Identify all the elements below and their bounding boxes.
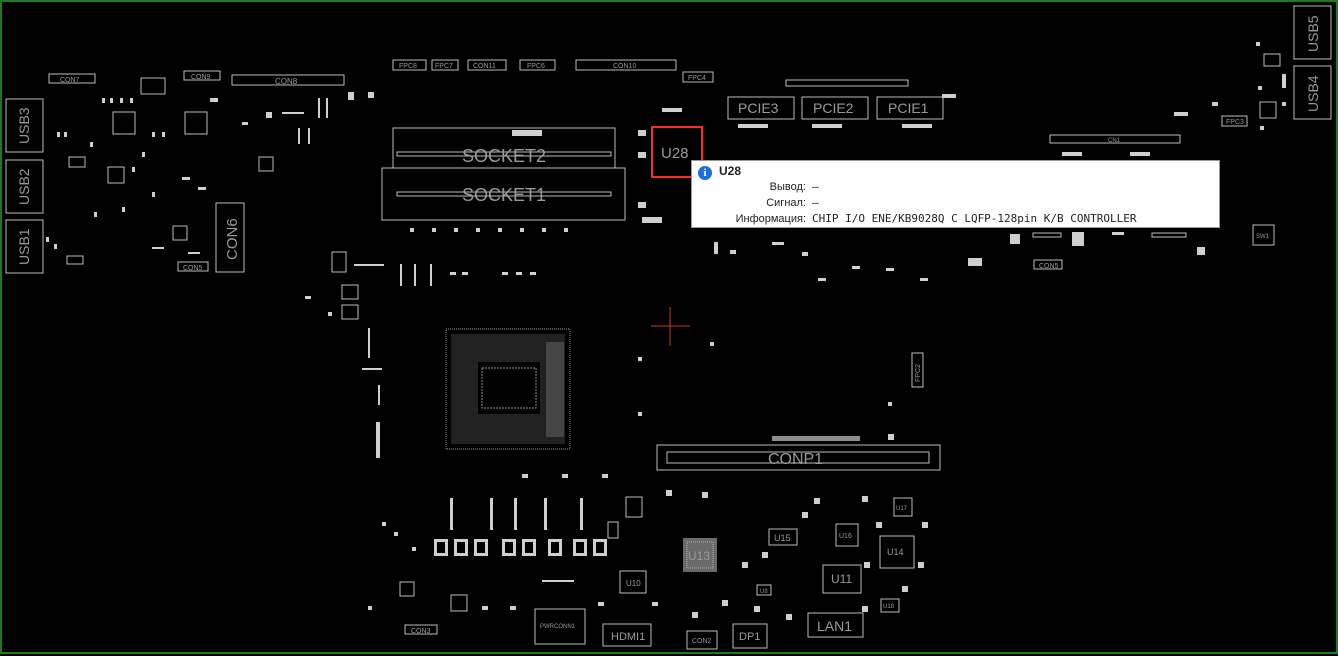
u28-label: U28 (661, 145, 689, 162)
u14-label: U14 (887, 547, 904, 557)
component-info-tooltip: i U28 Вывод: — Сигнал: — Информация: CHIP I… (691, 160, 1220, 228)
usb-connectors-left: USB3 USB2 USB1 (5, 98, 44, 274)
tooltip-key: Сигнал: (766, 197, 806, 209)
fpc2-label: FPC2 (915, 364, 922, 382)
pcie-slots: PCIE3 PCIE2 PCIE1 (727, 96, 944, 120)
tooltip-value: — (812, 180, 819, 193)
con3-label: CON3 (411, 628, 431, 635)
usb3-label: USB3 (16, 107, 32, 144)
u17-label: U17 (896, 506, 908, 512)
usb5-label: USB5 (1305, 15, 1321, 52)
con2-label: CON2 (692, 638, 712, 645)
fpc4-label: FPC4 (688, 75, 706, 82)
con7-label: CON7 (60, 77, 80, 84)
tooltip-title: U28 (719, 164, 742, 178)
usb4-label: USB4 (1305, 75, 1321, 112)
u13-label: U13 (688, 549, 710, 563)
socket1-label: SOCKET1 (462, 185, 546, 205)
pcie3-label: PCIE3 (738, 100, 779, 116)
socket2-label: SOCKET2 (462, 146, 546, 166)
con6-label: CON6 (224, 218, 241, 260)
cn1-label: CN1 (1108, 138, 1121, 144)
u15-label: U15 (774, 533, 791, 543)
tooltip-key: Вывод: (769, 181, 806, 193)
con5-label-left: CON5 (183, 265, 203, 272)
u18-label: U18 (883, 604, 895, 610)
fpc6-label: FPC6 (527, 63, 545, 70)
pcie1-label: PCIE1 (888, 100, 929, 116)
fpc8-label: FPC8 (399, 63, 417, 70)
usb-connectors-right: USB5 USB4 (1293, 5, 1332, 120)
pcie2-label: PCIE2 (813, 100, 854, 116)
chip-u28[interactable]: U28 (651, 126, 703, 178)
fpc7-label: FPC7 (435, 63, 453, 70)
con5-label-right: CON5 (1039, 263, 1059, 270)
usb1-label: USB1 (16, 228, 32, 265)
conp1-label: CONP1 (768, 451, 823, 468)
cpu-bga (445, 328, 571, 450)
u10-label: U10 (626, 579, 641, 588)
tooltip-row-signal: Сигнал: — (692, 196, 819, 210)
fpc3-label: FPC3 (1226, 119, 1244, 126)
tooltip-row-pin: Вывод: — (692, 180, 819, 194)
component-pads (46, 42, 1286, 620)
tooltip-row-info: Информация: CHIP I/O ENE/KB9028Q C LQFP-1… (692, 212, 1137, 226)
con8-label: CON8 (275, 77, 298, 86)
dp1-label: DP1 (739, 631, 760, 643)
usb2-label: USB2 (16, 168, 32, 205)
fpc2-connector: FPC2 (911, 352, 924, 388)
bottom-connectors: PWRCONN1 HDMI1 CON2 DP1 LAN1 CON3 (404, 608, 864, 650)
hdmi1-label: HDMI1 (611, 631, 645, 643)
con10-label: CON10 (613, 63, 636, 70)
sw1-label: SW1 (1256, 234, 1270, 240)
u8-label: U8 (760, 589, 768, 595)
lan1-label: LAN1 (817, 618, 852, 634)
right-connectors: FPC3 CN1 CON5 SW1 (1032, 115, 1275, 270)
tooltip-value: — (812, 196, 819, 209)
con11-label: CON11 (473, 63, 496, 70)
u11-label: U11 (831, 572, 852, 586)
memory-sockets: SOCKET2 SOCKET1 (381, 127, 626, 221)
conp1-connector: CONP1 (656, 436, 941, 471)
u16-label: U16 (839, 533, 852, 540)
top-fpc-row: FPC8 FPC7 CON11 FPC6 CON10 FPC4 (392, 59, 909, 87)
tooltip-value: CHIP I/O ENE/KB9028Q C LQFP-128pin K/B C… (812, 212, 1137, 225)
info-icon: i (698, 166, 712, 180)
con9-label: CON9 (191, 74, 211, 81)
top-left-connectors: CON7 CON9 CON8 CON6 CON5 (48, 70, 345, 273)
pwrconn1-label: PWRCONN1 (540, 624, 576, 630)
tooltip-key: Информация: (735, 213, 806, 225)
cursor-crosshair (651, 307, 690, 346)
bottom-chips: U13 U15 U16 U14 U11 U10 U17 U18 U8 (619, 497, 915, 613)
